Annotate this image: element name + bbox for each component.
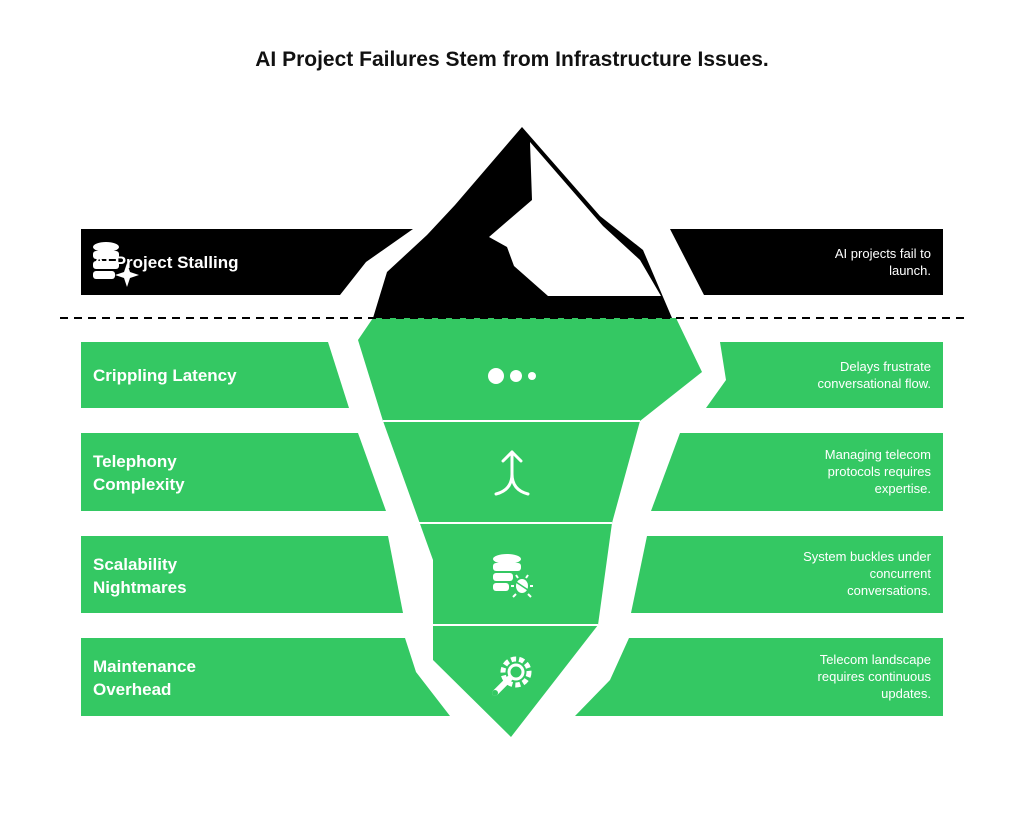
top-row-label: AI Project Stalling	[93, 253, 239, 272]
row-label-scalability: Scalability Nightmares	[93, 555, 187, 597]
row-label-maintenance: Maintenance Overhead	[93, 657, 196, 699]
database-sparkle-icon	[93, 242, 139, 287]
row-description-telephony: Managing telecom protocols requires expe…	[824, 447, 931, 496]
row-bar-left-2	[81, 433, 386, 511]
row-description-latency: Delays frustrate conversational flow.	[817, 359, 931, 391]
top-bar-left	[81, 229, 413, 295]
database-bug-icon	[493, 554, 533, 598]
row-bar-right-2	[651, 433, 943, 511]
merge-arrow-icon	[494, 450, 530, 496]
row-description-maintenance: Telecom landscape requires continuous up…	[817, 652, 931, 701]
row-label-latency: Crippling Latency	[93, 366, 237, 385]
top-bar-right	[670, 229, 943, 295]
row-label-telephony: Telephony Complexity	[93, 452, 185, 494]
row-bar-right-4	[575, 638, 943, 716]
iceberg-snow	[489, 142, 661, 296]
top-row-description: AI projects fail to launch.	[834, 246, 931, 278]
row-bar-left-4	[81, 638, 450, 716]
iceberg-underwater	[358, 318, 702, 737]
loading-dots-icon	[488, 368, 536, 384]
row-bar-left-1	[81, 342, 349, 408]
diagram-title: AI Project Failures Stem from Infrastruc…	[255, 48, 769, 71]
row-bar-right-3	[631, 536, 943, 613]
gear-wrench-icon	[492, 656, 532, 696]
row-bar-right-1	[706, 342, 943, 408]
row-bar-left-3	[81, 536, 403, 613]
row-description-scalability: System buckles under concurrent conversa…	[803, 549, 931, 598]
